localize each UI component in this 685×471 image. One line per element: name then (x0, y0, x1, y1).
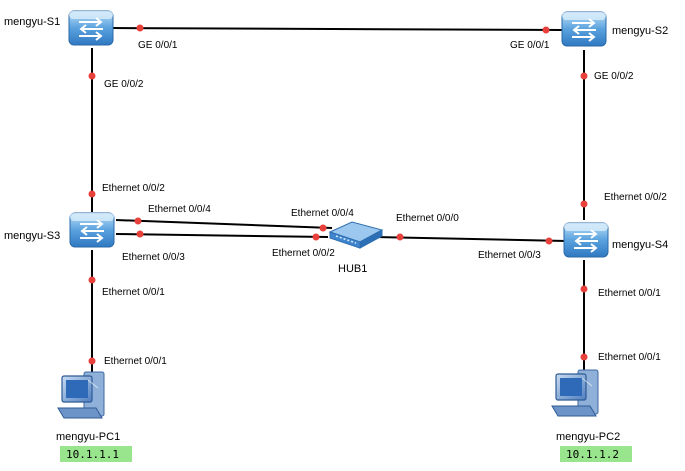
port-label: GE 0/0/2 (104, 79, 144, 90)
port-dot (580, 200, 588, 208)
port-dot (88, 72, 96, 80)
port-dot (542, 26, 550, 34)
switch-icon (68, 10, 114, 46)
port-dot (88, 190, 96, 198)
port-label: Ethernet 0/0/1 (598, 288, 661, 299)
switch-icon (563, 222, 609, 258)
port-label: Ethernet 0/0/1 (102, 287, 165, 298)
pc-icon (551, 369, 599, 417)
pc1-device[interactable] (57, 371, 105, 419)
port-label: Ethernet 0/0/2 (102, 183, 165, 194)
link-hub-s4 (377, 236, 567, 242)
device-label-s4: mengyu-S4 (612, 239, 668, 251)
port-label: Ethernet 0/0/1 (598, 352, 661, 363)
links (91, 27, 585, 378)
ip-badge-pc1 (60, 446, 132, 462)
port-dot (136, 24, 144, 32)
switch-s3[interactable] (69, 212, 115, 248)
port-label: Ethernet 0/0/0 (396, 213, 459, 224)
link-s3-hub-upper (115, 219, 333, 229)
pc2-device[interactable] (551, 369, 599, 417)
port-label: Ethernet 0/0/3 (122, 252, 185, 263)
port-label: Ethernet 0/0/2 (272, 248, 335, 259)
port-dot (580, 353, 588, 361)
switch-s4[interactable] (563, 222, 609, 258)
port-label: Ethernet 0/0/2 (604, 192, 667, 203)
port-dot (580, 285, 588, 293)
port-label: GE 0/0/1 (138, 40, 178, 51)
port-dot (134, 217, 142, 225)
device-label-s3: mengyu-S3 (4, 230, 60, 242)
hub-icon (328, 221, 384, 249)
port-dot (545, 237, 553, 245)
port-dot (136, 230, 144, 238)
ip-text-pc1: 10.1.1.1 (66, 448, 119, 461)
port-dot (312, 233, 320, 241)
port-label: GE 0/0/1 (510, 40, 550, 51)
device-label-hub: HUB1 (338, 263, 367, 275)
device-label-s2: mengyu-S2 (612, 25, 668, 37)
port-label: Ethernet 0/0/3 (478, 250, 541, 261)
port-dot (580, 72, 588, 80)
link-s1-s2 (111, 27, 563, 31)
device-label-s1: mengyu-S1 (4, 16, 60, 28)
device-label-pc2: mengyu-PC2 (556, 431, 620, 443)
switch-icon (561, 11, 607, 47)
port-label: Ethernet 0/0/4 (148, 204, 211, 215)
port-dots (88, 24, 588, 365)
switch-s1[interactable] (68, 10, 114, 46)
ip-text-pc2: 10.1.1.2 (566, 448, 619, 461)
device-label-pc1: mengyu-PC1 (56, 431, 120, 443)
port-label: GE 0/0/2 (594, 71, 634, 82)
pc-icon (57, 371, 105, 419)
port-dot (88, 357, 96, 365)
hub-device[interactable] (328, 221, 384, 249)
link-s3-hub-lower (115, 233, 329, 238)
ip-badge-pc2 (560, 446, 632, 462)
port-dot (88, 276, 96, 284)
port-dot (319, 224, 327, 232)
switch-s2[interactable] (561, 11, 607, 47)
port-label: Ethernet 0/0/4 (291, 208, 354, 219)
port-label: Ethernet 0/0/1 (104, 356, 167, 367)
port-dot (396, 233, 404, 241)
switch-icon (69, 212, 115, 248)
